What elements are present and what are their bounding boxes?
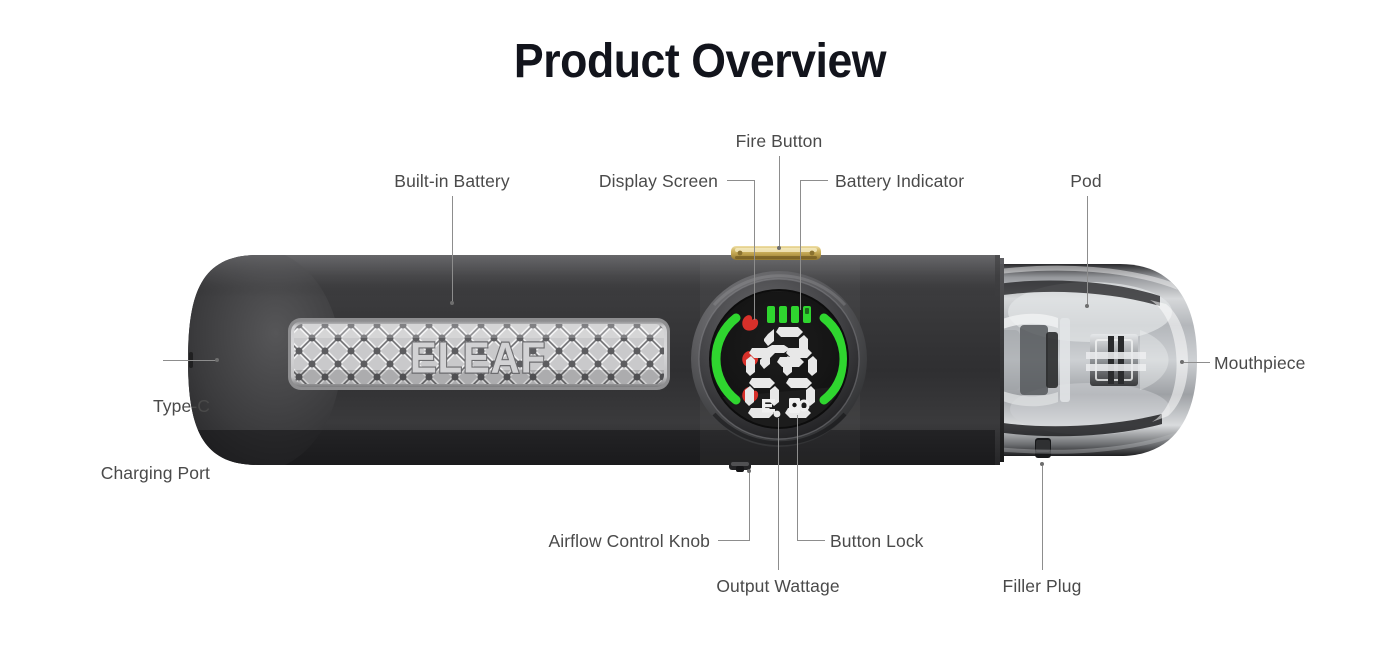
leader-dot-mouthpiece <box>1180 360 1184 364</box>
page-title: Product Overview <box>513 35 887 88</box>
callout-pod: Pod <box>1070 171 1102 191</box>
leader-airflow-v <box>749 472 750 541</box>
leader-fire-button <box>779 156 780 248</box>
eleaf-logo-plate: ELEAF <box>288 318 670 390</box>
leader-button-lock-v <box>797 415 798 541</box>
callout-type-c-charging-port: Type-C Charging Port <box>50 350 210 529</box>
callout-type-c-line1: Type-C <box>152 395 210 416</box>
leader-dot-fire-button <box>777 246 781 250</box>
callout-button-lock: Button Lock <box>830 531 924 551</box>
leader-type-c <box>163 360 218 361</box>
leader-built-in-battery <box>452 196 453 303</box>
leader-dot-type-c <box>215 358 219 362</box>
callout-mouthpiece: Mouthpiece <box>1214 353 1306 373</box>
display-assembly <box>691 271 867 447</box>
airflow-control-knob[interactable] <box>729 461 751 472</box>
leader-display-screen-h <box>727 180 755 181</box>
callout-airflow-control-knob: Airflow Control Knob <box>548 531 710 551</box>
callout-type-c-line2: Charging Port <box>100 462 210 483</box>
leader-pod <box>1087 196 1088 306</box>
callout-battery-indicator: Battery Indicator <box>835 171 965 191</box>
leader-dot-pod <box>1085 304 1089 308</box>
leader-dot-airflow <box>747 469 751 473</box>
fire-button[interactable] <box>731 246 821 260</box>
leader-dot-filler-plug <box>1040 462 1044 466</box>
leader-filler-plug <box>1042 466 1043 570</box>
callout-fire-button: Fire Button <box>735 131 823 151</box>
leader-dot-built-in-battery <box>450 301 454 305</box>
leader-battery-indicator-h <box>800 180 828 181</box>
arc-left-icon <box>711 313 741 405</box>
callout-output-wattage: Output Wattage <box>716 576 840 596</box>
leader-button-lock-h <box>797 540 825 541</box>
brand-wordmark: ELEAF <box>410 333 546 382</box>
leader-display-screen-v <box>754 180 755 320</box>
unit-glyph-icon <box>762 399 775 413</box>
callout-built-in-battery: Built-in Battery <box>394 171 510 191</box>
callout-display-screen: Display Screen <box>598 171 718 191</box>
leader-mouthpiece <box>1184 362 1210 363</box>
arc-right-icon <box>819 313 847 405</box>
battery-indicator <box>767 306 811 323</box>
leader-output-wattage <box>778 418 779 570</box>
leader-battery-indicator-v <box>800 180 801 310</box>
callout-filler-plug: Filler Plug <box>1002 576 1082 596</box>
lock-icon <box>789 398 810 413</box>
leader-airflow-h <box>718 540 750 541</box>
